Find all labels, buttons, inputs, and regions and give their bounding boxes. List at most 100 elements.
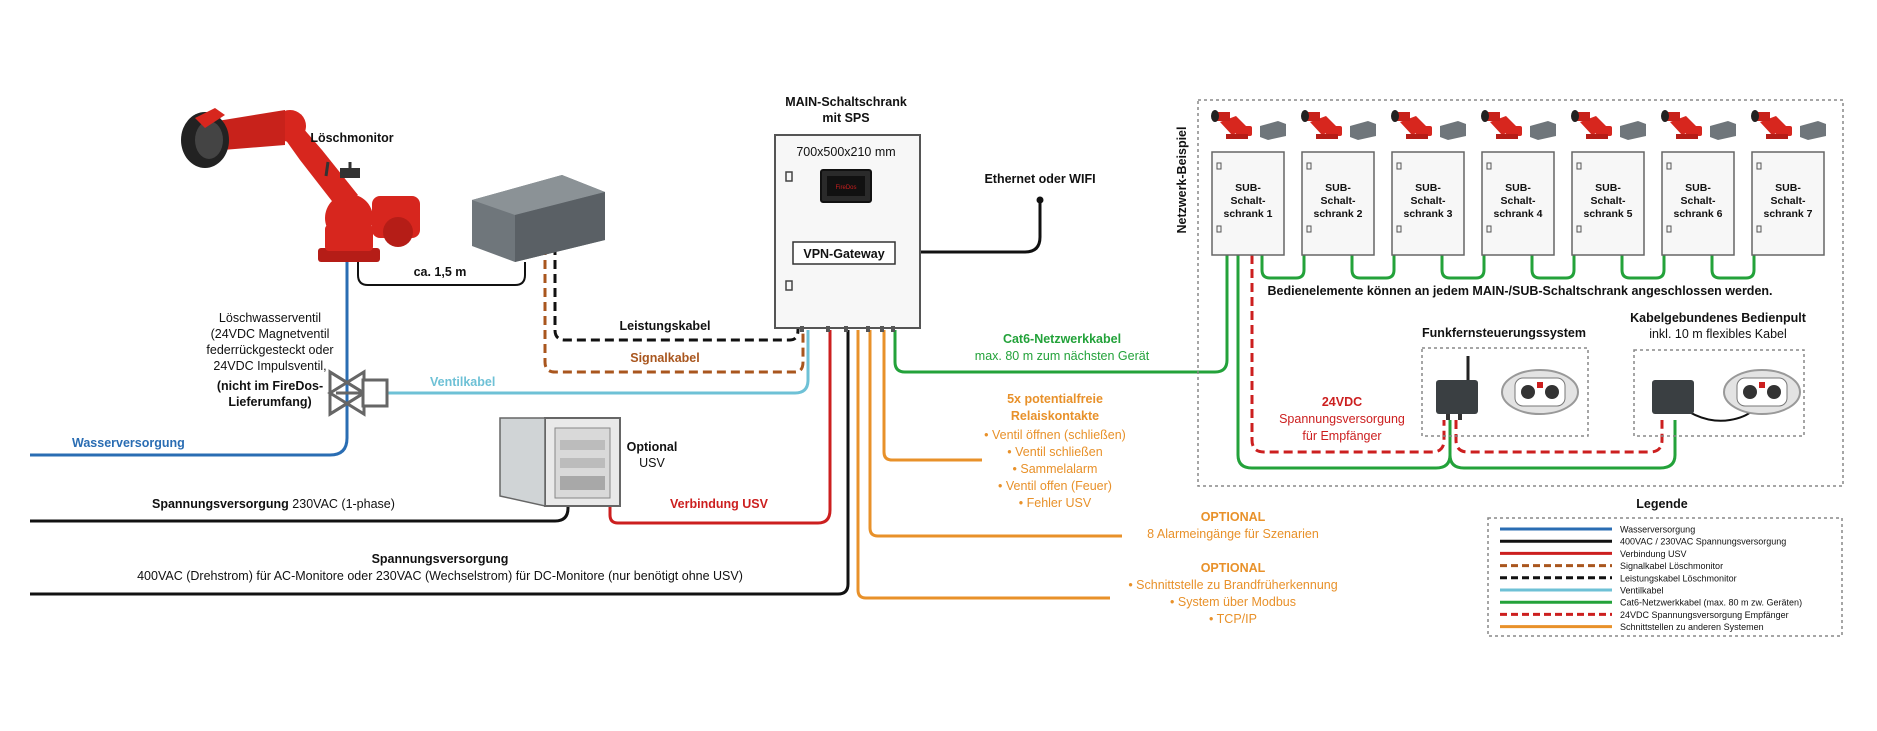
sub-monitor-5 [1571,110,1612,139]
valve-text-6: Lieferumfang) [228,395,311,409]
sub-cabinet-body-4 [1481,151,1555,256]
wired-panel-title: Kabelgebundenes Bedienpult [1630,311,1807,325]
power-400-description: 400VAC (Drehstrom) für AC-Monitore oder … [137,569,743,583]
sub-monitor-1 [1211,110,1252,139]
radio-handset [1501,369,1579,415]
wired-control-box [1652,380,1694,414]
sub-box-7 [1800,121,1826,140]
sub-cabinet-5: SUB-Schalt-schrank 5 [1571,110,1646,256]
sub-cabinet-body-1 [1211,151,1285,256]
main-cabinet-dims: 700x500x210 mm [796,145,895,159]
power-230vac-cable [30,488,570,523]
signal-cable-monitor [543,232,805,374]
valve-cable-label: Ventilkabel [430,375,495,389]
relay-item-4: • Ventil offen (Feuer) [998,479,1112,493]
sub-cabinet-label-2-2: Schalt- [1320,195,1356,207]
usv-label-2: USV [639,456,665,470]
legend-item: Leistungskabel Löschmonitor [1500,573,1737,583]
legend: Wasserversorgung 400VAC / 230VAC Spannung… [1500,525,1802,632]
relay-item-1: • Ventil öffnen (schließen) [984,428,1126,442]
cat6-title: Cat6-Netzwerkkabel [1003,332,1121,346]
sub-cabinet-label-3-3: schrank 3 [1403,208,1452,220]
radio-receiver [1436,356,1478,420]
sub-cabinet-label-3-1: SUB- [1415,182,1441,194]
dc24-supply-cable [1250,255,1664,454]
legend-label: Leistungskabel Löschmonitor [1620,573,1737,583]
sub-cabinet-3: SUB-Schalt-schrank 3 [1391,110,1466,256]
alarm-inputs-cable [868,330,1122,538]
dc24-label-2: Spannungsversorgung [1279,412,1405,426]
usv-cabinet [499,417,621,507]
sub-cabinet-label-7-2: Schalt- [1770,195,1806,207]
legend-item: Ventilkabel [1500,586,1664,596]
power-cable-label: Leistungskabel [620,319,711,333]
legend-title: Legende [1636,497,1687,511]
legend-label: Schnittstellen zu anderen Systemen [1620,622,1764,632]
distance-label: ca. 1,5 m [414,265,467,279]
water-supply-label: Wasserversorgung [72,436,185,450]
sub-monitor-6 [1661,110,1702,139]
sub-cabinet-body-7 [1751,151,1825,256]
legend-label: Wasserversorgung [1620,525,1695,535]
sub-box-1 [1260,121,1286,140]
sub-cabinet-label-3-2: Schalt- [1410,195,1446,207]
power-230-label: Spannungsversorgung 230VAC (1-phase) [152,497,395,511]
relay-item-2: • Ventil schließen [1007,445,1102,459]
monitor-control-box [472,175,605,262]
main-cabinet-title-2: mit SPS [822,111,869,125]
legend-item: Cat6-Netzwerkkabel (max. 80 m zw. Geräte… [1500,598,1802,608]
cat6-sub-chain [1260,255,1756,280]
dc24-label-3: für Empfänger [1302,429,1381,443]
usv-connection-label: Verbindung USV [670,497,769,511]
legend-item: Wasserversorgung [1500,525,1695,535]
optional-2-line-1: • Schnittstelle zu Brandfrüherkennung [1128,578,1337,592]
monitor-box-cable [357,258,526,286]
valve-text-1: Löschwasserventil [219,311,321,325]
signal-cable-label: Signalkabel [630,351,699,365]
sub-cabinet-body-5 [1571,151,1645,256]
ethernet-cable [895,200,1042,254]
water-supply-cable [30,262,349,457]
radio-system-label: Funkfernsteuerungssystem [1422,326,1586,340]
monitor-label: Löschmonitor [310,131,393,145]
power-400-title: Spannungsversorgung [372,552,509,566]
radio-control-frame [1421,347,1589,437]
sub-cabinet-label-4-3: schrank 4 [1493,208,1542,220]
power-230-label-rest: 230VAC (1-phase) [289,497,395,511]
ethernet-endpoint [1036,196,1044,204]
sub-monitor-2 [1301,110,1342,139]
legend-label: Ventilkabel [1620,586,1664,596]
legend-frame [1487,517,1843,637]
wired-panel-subtitle: inkl. 10 m flexibles Kabel [1649,327,1787,341]
monitor-illustration-main [181,108,420,262]
optional-2-line-3: • TCP/IP [1209,612,1257,626]
relay-title-2: Relaiskontakte [1011,409,1099,423]
legend-item: 24VDC Spannungsversorgung Empfänger [1500,610,1789,620]
operator-note: Bedienelemente können an jedem MAIN-/SUB… [1268,284,1773,298]
relay-interface-cable [882,330,982,462]
optional-2-title: OPTIONAL [1201,561,1266,575]
usv-connection-cable [608,330,832,525]
sub-cabinet-label-5-1: SUB- [1595,182,1621,194]
network-example-label: Netzwerk-Beispiel [1175,127,1189,234]
legend-item: Signalkabel Löschmonitor [1500,561,1723,571]
usv-label-1: Optional [627,440,678,454]
main-cabinet-title-1: MAIN-Schaltschrank [785,95,907,109]
power-230-label-bold: Spannungsversorgung [152,497,289,511]
legend-label: 24VDC Spannungsversorgung Empfänger [1620,610,1789,620]
sub-cabinet-label-5-2: Schalt- [1590,195,1626,207]
legend-item: 400VAC / 230VAC Spannungsversorgung [1500,537,1786,547]
optional-1-line: 8 Alarmeingänge für Szenarien [1147,527,1319,541]
legend-label: Cat6-Netzwerkkabel (max. 80 m zw. Geräte… [1620,598,1802,608]
sub-box-3 [1440,121,1466,140]
sub-cabinet-body-3 [1391,151,1465,256]
sub-cabinet-label-7-1: SUB- [1775,182,1801,194]
legend-item: Verbindung USV [1500,549,1687,559]
valve-text-2: (24VDC Magnetventil [211,327,330,341]
sub-cabinet-7: SUB-Schalt-schrank 7 [1751,110,1826,256]
sub-cabinet-body-6 [1661,151,1735,256]
dc24-label-1: 24VDC [1322,395,1362,409]
network-example-frame [1197,99,1844,487]
